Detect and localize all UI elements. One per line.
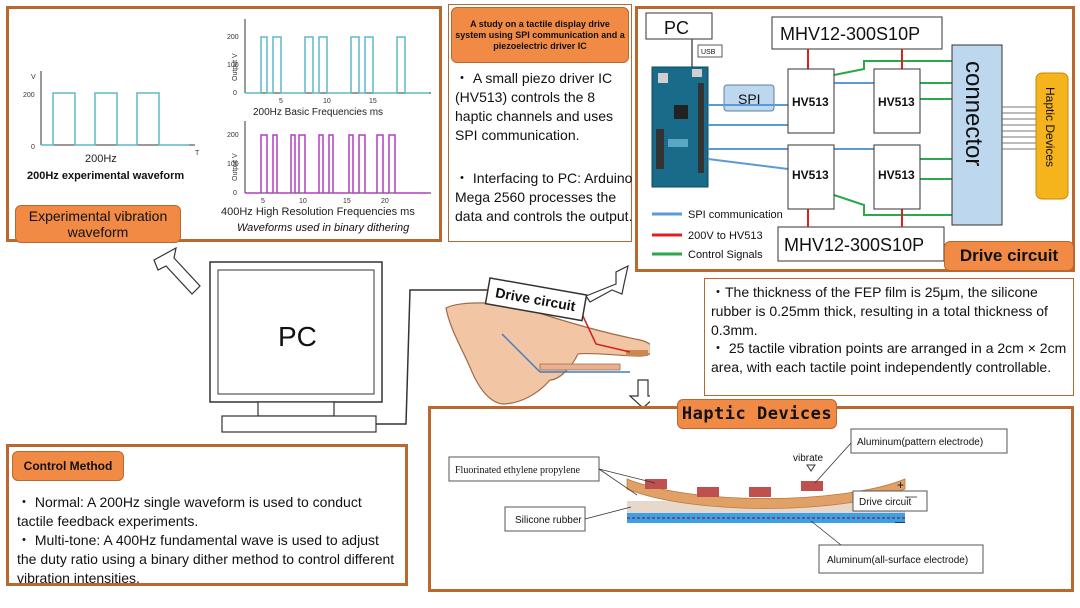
control-method-title: Control Method <box>12 451 124 481</box>
haptic-layer-diagram: Fluorinated ethylene propylene Silicone … <box>448 428 1008 574</box>
drive-circuit-label: Drive circuit <box>944 241 1074 271</box>
spi-label: SPI <box>738 91 761 107</box>
usb-label: USB <box>701 49 716 56</box>
left-caption: 200Hz experimental waveform <box>27 170 184 182</box>
plus-sign: + <box>897 478 904 492</box>
fep-label: Fluorinated ethylene propylene <box>455 465 581 476</box>
film-paragraph-1: ・The thickness of the FEP film is 25μm, … <box>711 284 1048 338</box>
mhv-top-box <box>771 16 943 50</box>
hv513-label-3: HV513 <box>792 168 829 182</box>
surface-electrode-box <box>818 544 984 574</box>
bottom-y-label: Output V <box>232 153 239 181</box>
drive-circuit-tag <box>484 277 588 322</box>
pc-box <box>645 12 713 40</box>
arrow-to-waveform <box>153 246 201 295</box>
left-x-tick: 0 <box>31 144 35 151</box>
control-paragraph-1: ・ Normal: A 200Hz single waveform is use… <box>17 494 362 529</box>
hv513-chip-3 <box>787 144 835 210</box>
left-waveform-line <box>41 92 189 146</box>
hv513-chip-2 <box>873 68 921 134</box>
pattern-electrode-label: Aluminum(pattern electrode) <box>857 437 983 448</box>
top-y-tick-200: 200 <box>227 34 239 41</box>
drive-circuit-box <box>852 490 928 512</box>
silicone-label-box <box>504 506 586 532</box>
top-x-tick-15: 15 <box>369 98 377 105</box>
film-paragraph-2: ・ 25 tactile vibration points are arrang… <box>711 340 1067 375</box>
usb-box <box>697 44 723 58</box>
hv513-label-4: HV513 <box>878 168 915 182</box>
top-waveform-chart: 200 100 0 Output V 5 10 15 200Hz Basic F… <box>227 19 431 118</box>
pc-center-label: PC <box>278 321 317 352</box>
study-paragraph-2: ・ Interfacing to PC: Arduino Mega 2560 p… <box>455 170 633 224</box>
top-x-tick-5: 5 <box>279 98 283 105</box>
waveform-diagrams: V 200 0 T 200Hz 200Hz experimental wavef… <box>23 19 431 234</box>
mhv-top-label: MHV12-300S10P <box>780 24 920 44</box>
bottom-x-tick-5: 5 <box>261 198 265 205</box>
study-box: A study on a tactile display drive syste… <box>448 4 632 242</box>
haptic-devices-box <box>1035 72 1069 200</box>
bottom-x-tick-15: 15 <box>343 198 351 205</box>
top-y-label: Output V <box>232 53 239 81</box>
haptic-devices-panel: Fluorinated ethylene propylene Silicone … <box>428 399 1074 592</box>
left-y-tick: 200 <box>23 92 35 99</box>
study-paragraph-1: ・ A small piezo driver IC (HV513) contro… <box>455 70 613 143</box>
haptic-devices-vertical-label: Haptic Devices <box>1043 87 1057 167</box>
vibrate-label: vibrate <box>793 453 823 464</box>
bottom-y-tick-100: 100 <box>227 161 239 168</box>
bottom-y-tick-200: 200 <box>227 132 239 139</box>
left-x-axis-label: T <box>195 150 200 157</box>
drive-circuit-panel: PC USB SPI MHV12-300S10P MHV12-300S10P <box>635 6 1075 272</box>
connector-label: connector <box>960 61 987 166</box>
bottom-x-tick-20: 20 <box>381 198 389 205</box>
silicone-label: Silicone rubber <box>515 515 582 526</box>
film-info-box: ・The thickness of the FEP film is 25μm, … <box>704 278 1074 396</box>
connector-lines <box>1002 106 1036 150</box>
haptic-drive-circuit-label: Drive circuit <box>859 497 911 508</box>
bottom-y-tick-0: 0 <box>233 190 237 197</box>
legend-control: Control Signals <box>688 249 763 261</box>
haptic-devices-label: Haptic Devices <box>677 399 837 429</box>
bottom-x-tick-10: 10 <box>299 198 307 205</box>
hand-illustration <box>445 302 650 405</box>
drive-circuit-diagram: PC USB SPI MHV12-300S10P MHV12-300S10P <box>645 12 1069 262</box>
arduino-board <box>651 66 709 188</box>
connector-box <box>951 44 1003 226</box>
left-caption-top: 200Hz <box>85 153 117 165</box>
hv513-label-1: HV513 <box>792 95 829 109</box>
hv513-label-2: HV513 <box>878 95 915 109</box>
surface-electrode-label: Aluminum(all-surface electrode) <box>827 555 968 566</box>
control-paragraph-2: ・ Multi-tone: A 400Hz fundamental wave i… <box>17 532 395 586</box>
mhv-bottom-box <box>777 226 945 262</box>
top-waveform-line <box>245 36 429 94</box>
arrow-to-drive-circuit <box>585 264 629 303</box>
control-method-panel: Control Method ・ Normal: A 200Hz single … <box>6 444 408 586</box>
top-y-tick-0: 0 <box>233 90 237 97</box>
pattern-electrode-box <box>850 428 1008 454</box>
hv513-chip-4 <box>873 144 921 210</box>
left-waveform-chart: V 200 0 T 200Hz 200Hz experimental wavef… <box>23 71 200 182</box>
mhv-bottom-label: MHV12-300S10P <box>784 235 924 255</box>
dithering-caption: Waveforms used in binary dithering <box>237 222 410 234</box>
arrow-to-haptic <box>628 379 650 409</box>
legend-200v: 200V to HV513 <box>688 230 763 242</box>
hv513-chip-1 <box>787 68 835 134</box>
top-caption: 200Hz Basic Frequencies ms <box>253 107 383 118</box>
waveform-panel: V 200 0 T 200Hz 200Hz experimental wavef… <box>6 6 442 243</box>
bottom-waveform-chart: 200 100 0 Output V 5 10 15 20 400Hz High… <box>221 121 431 234</box>
top-x-tick-10: 10 <box>323 98 331 105</box>
study-title: A study on a tactile display drive syste… <box>451 7 629 63</box>
top-y-tick-100: 100 <box>227 62 239 69</box>
left-y-axis-label: V <box>31 74 36 81</box>
minus-sign: — <box>895 517 905 528</box>
bottom-waveform-line <box>245 134 429 194</box>
legend-spi: SPI communication <box>688 209 783 221</box>
pc-box-label: PC <box>664 18 689 38</box>
center-illustration: PC Drive circuit <box>153 246 650 433</box>
bottom-caption: 400Hz High Resolution Frequencies ms <box>221 206 415 218</box>
waveform-panel-label: Experimental vibration waveform <box>15 205 181 243</box>
